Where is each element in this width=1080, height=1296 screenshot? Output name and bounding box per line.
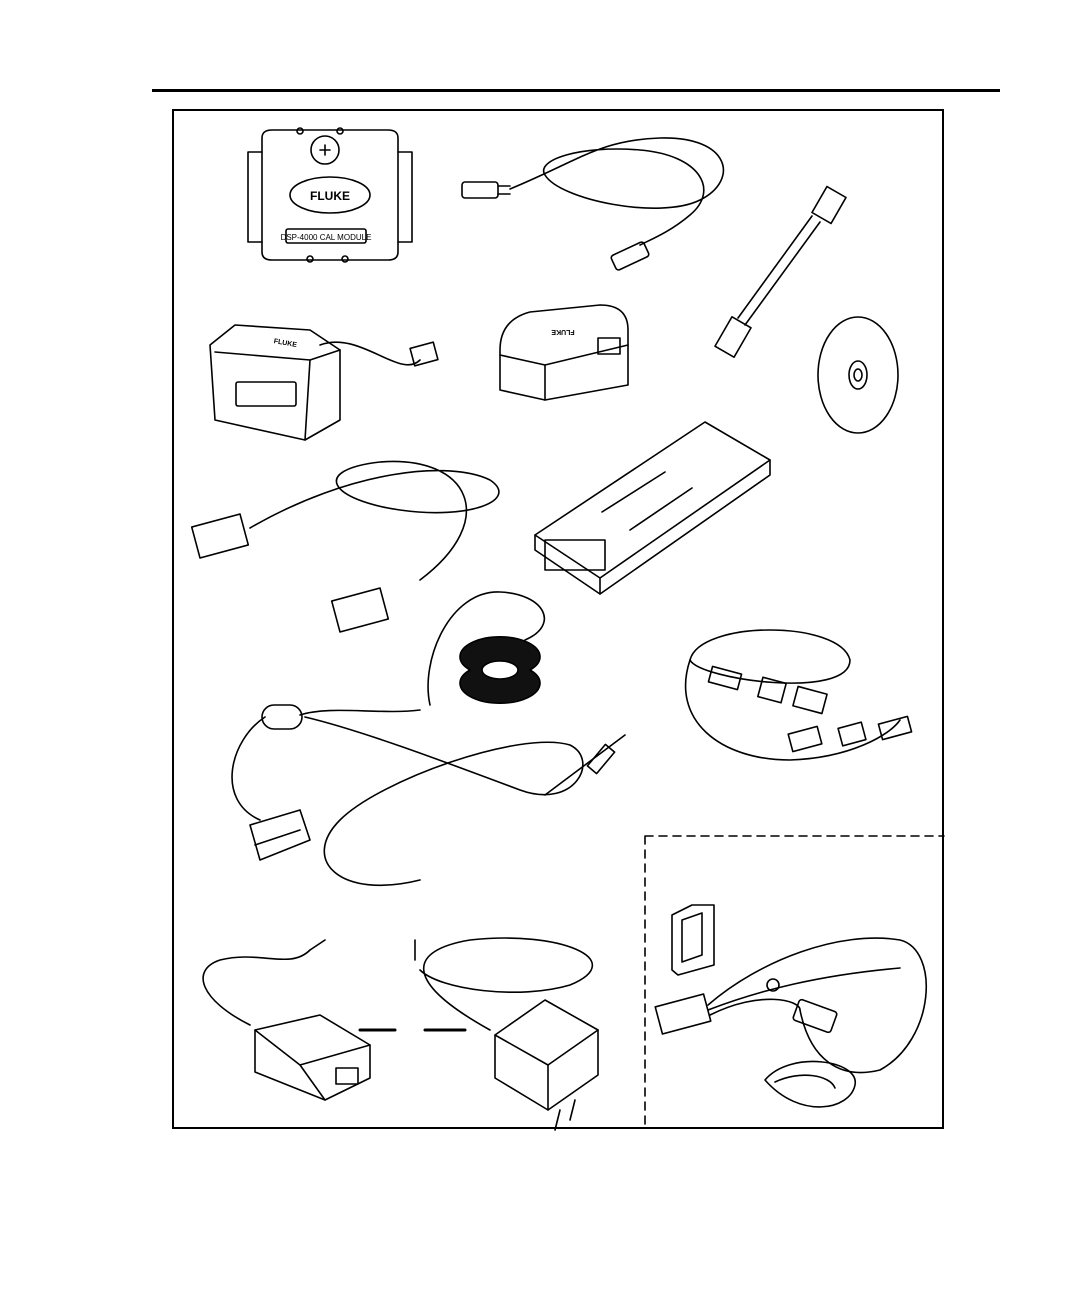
link-adapter-logo: FLUKE xyxy=(551,328,575,335)
ac-adapter-wall xyxy=(415,938,598,1130)
module-logo: FLUKE xyxy=(310,189,350,203)
bnc-cable xyxy=(462,138,723,271)
remote-adapter-logo: FLUKE xyxy=(273,338,298,349)
optional-adapter-cables xyxy=(655,938,926,1107)
battery-pack xyxy=(535,422,770,594)
memory-card xyxy=(672,905,714,975)
serial-cable xyxy=(192,461,499,631)
link-adapter xyxy=(500,305,628,400)
module-label: DSP-4000 CAL MODULE xyxy=(281,233,372,242)
shoulder-strap xyxy=(686,630,912,760)
optional-kit-divider xyxy=(645,836,944,1128)
pulse-sensor-cable xyxy=(232,592,625,885)
rj45-bnc-adapter xyxy=(715,187,846,358)
software-cd xyxy=(818,317,898,433)
ferrite-hole xyxy=(482,661,518,679)
ear-clip xyxy=(250,810,310,860)
remote-adapter xyxy=(210,325,438,440)
ac-adapter-charger xyxy=(203,940,370,1100)
